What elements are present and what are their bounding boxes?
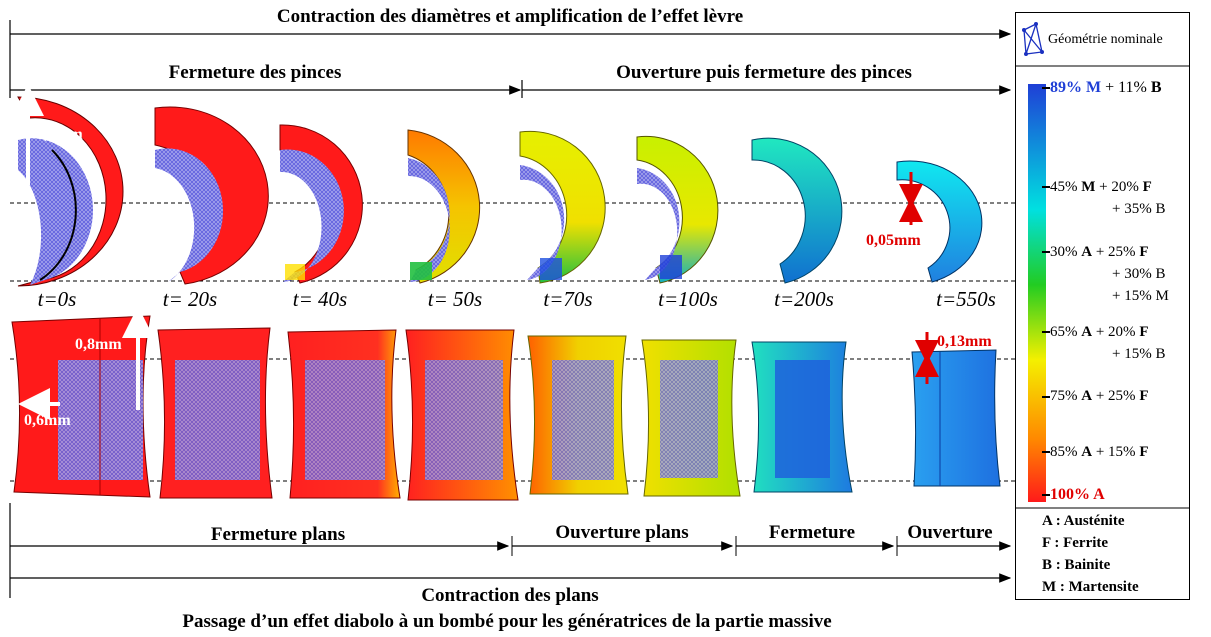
legend-level-2-line2: + 30% B [1112, 266, 1166, 282]
level-2-phase-2: F [1139, 244, 1149, 260]
bottom-radial-dimension: 0,8mm [75, 336, 122, 353]
bottom-axial-dimension: 0,6mm [24, 412, 71, 429]
time-label-7: t=550s [936, 287, 996, 311]
level-4-pct-2: + 25% [1092, 388, 1140, 404]
level-4-pct: 75% [1050, 388, 1082, 404]
block-t50 [405, 329, 519, 501]
level-5-phase-2: F [1139, 444, 1149, 460]
top-radial-dimension: 0,8mm [36, 126, 83, 143]
level-3-pct-2: + 20% [1092, 324, 1140, 340]
level-4-phase-2: F [1139, 388, 1149, 404]
level-1-pct-2: + 20% [1095, 179, 1143, 195]
level-4-phase-1: A [1081, 388, 1093, 404]
top-final-dimension: 0,05mm [866, 232, 921, 249]
level-5-phase-1: A [1081, 444, 1093, 460]
ouverture-pinces-label: Ouverture puis fermeture des pinces [616, 62, 912, 83]
caption: Passage d’un effet diabolo à un bombé po… [182, 611, 832, 632]
section-t40 [279, 124, 363, 284]
block-t70 [527, 335, 629, 495]
legend-level-2: 30% A + 25% F [1050, 244, 1148, 261]
block-t200 [751, 341, 853, 493]
legend-level-3-line2: + 15% B [1112, 346, 1166, 362]
contraction-plans-label: Contraction des plans [421, 585, 599, 606]
block-t550 [911, 349, 1001, 487]
block-t100 [641, 339, 741, 497]
phase-austenite: A : Austénite [1042, 513, 1125, 529]
level-3-phase-2: F [1139, 324, 1149, 340]
scale-ticks [1042, 87, 1050, 496]
level-2-phase-1: A [1081, 244, 1093, 260]
phase-bainite: B : Bainite [1042, 557, 1111, 573]
block-t40 [287, 329, 401, 499]
section-t70 [519, 130, 606, 284]
level-6-phase-1: A [1093, 486, 1105, 503]
level-0-phase-2: B [1150, 79, 1162, 96]
bottom-final-dimension: 0,13mm [937, 333, 992, 350]
level-0-phase-1: M [1086, 79, 1102, 96]
time-label-3: t= 50s [427, 287, 483, 311]
legend-level-1: 45% M + 20% F [1050, 179, 1152, 196]
level-2-pct: 30% [1050, 244, 1082, 260]
phase-ferrite: F : Ferrite [1042, 535, 1109, 551]
legend-panel [1015, 12, 1190, 600]
level-5-pct-2: + 15% [1092, 444, 1140, 460]
time-label-4: t=70s [543, 287, 593, 311]
legend-level-6: 100% A [1050, 486, 1105, 503]
legend-level-4: 75% A + 25% F [1050, 388, 1148, 405]
legend-level-5: 85% A + 15% F [1050, 444, 1148, 461]
time-label-1: t= 20s [162, 287, 218, 311]
level-3-pct: 65% [1050, 324, 1082, 340]
phase-martensite: M : Martensite [1042, 579, 1139, 595]
fermeture-pinces-label: Fermeture des pinces [168, 62, 342, 83]
time-label-2: t= 40s [292, 287, 348, 311]
level-1-phase-2: F [1142, 179, 1152, 195]
level-6-pct: 100% [1050, 486, 1094, 503]
section-t50 [407, 129, 481, 284]
fermeture-plans-label: Fermeture plans [210, 524, 346, 545]
time-label-6: t=200s [774, 287, 834, 311]
section-t200 [751, 137, 843, 284]
level-5-pct: 85% [1050, 444, 1082, 460]
section-t100 [636, 135, 719, 284]
level-2-pct-2: + 25% [1092, 244, 1140, 260]
level-3-phase-1: A [1081, 324, 1093, 340]
level-0-pct-2: + 11% [1101, 79, 1151, 96]
time-label-0: t=0s [37, 287, 77, 311]
geometry-label: Géométrie nominale [1048, 32, 1163, 47]
section-t20 [154, 106, 269, 285]
fermeture-label: Fermeture [768, 522, 856, 543]
color-scale-bar [1028, 84, 1046, 502]
section-t550 [896, 160, 983, 283]
ouverture-label: Ouverture [907, 522, 993, 543]
legend-level-0: 89% M + 11% B [1050, 79, 1162, 96]
ouverture-plans-label: Ouverture plans [555, 522, 689, 543]
time-label-5: t=100s [658, 287, 718, 311]
geometry-icon [1022, 22, 1044, 56]
legend-level-3: 65% A + 20% F [1050, 324, 1148, 341]
section-t0 [17, 96, 124, 287]
legend-level-2-line3: + 15% M [1112, 288, 1169, 304]
level-0-pct: 89% [1050, 79, 1086, 96]
level-1-pct: 45% [1050, 179, 1082, 195]
legend-level-1-line2: + 35% B [1112, 201, 1166, 217]
block-t0 [11, 315, 151, 498]
level-1-phase-1: M [1081, 179, 1096, 195]
top-title: Contraction des diamètres et amplificati… [276, 6, 744, 27]
block-t20 [157, 327, 273, 499]
